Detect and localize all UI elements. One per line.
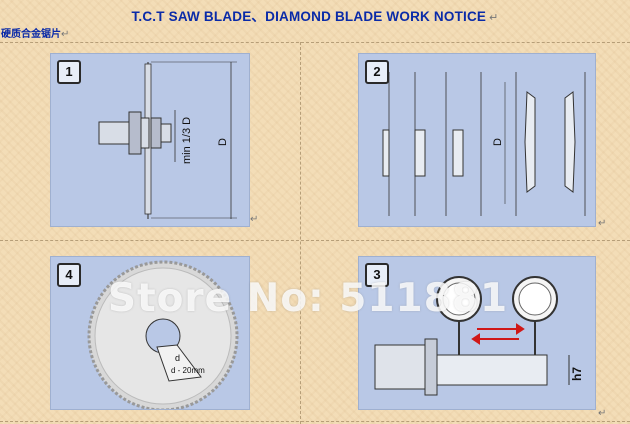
double-arrow-icon: [471, 323, 525, 345]
panel-4-bore-diameter: d d - 20mm 4: [50, 256, 250, 410]
return-mark-icon: ↵: [598, 218, 607, 229]
blade-profile-diagram: D: [382, 72, 586, 216]
table-border-top: [0, 42, 630, 43]
bore-label: d: [175, 353, 180, 363]
panel-number-badge: 3: [365, 263, 389, 287]
table-border-bottom: [0, 421, 630, 422]
return-mark-icon: ↵: [61, 29, 70, 40]
document-subtitle: 硬质合金锯片↵: [1, 25, 69, 40]
panel-number-badge: 1: [57, 60, 81, 84]
return-mark-icon: ↵: [489, 12, 499, 24]
store-watermark: Store No: 511881: [107, 276, 509, 321]
table-border-column: [300, 42, 301, 424]
return-mark-icon: ↵: [598, 408, 607, 419]
panel-number-badge: 2: [365, 60, 389, 84]
document-title: T.C.T SAW BLADE、DIAMOND BLADE WORK NOTIC…: [0, 5, 630, 25]
panel-number-badge: 4: [57, 263, 81, 287]
tolerance-label: h7: [570, 367, 584, 381]
bore-spec-label: d - 20mm: [171, 366, 205, 375]
blade-bore-diagram: d d - 20mm: [87, 260, 239, 409]
panel-2-blade-profiles: D 2: [358, 53, 596, 227]
panel-1-mounting: min 1/3 D D 1: [50, 53, 250, 227]
blade-mounting-diagram: min 1/3 D D: [98, 61, 237, 219]
shaft-tolerance-diagram: h7: [374, 276, 584, 396]
diameter-label: D: [492, 138, 504, 146]
subtitle-text: 硬质合金锯片: [1, 29, 61, 40]
return-mark-icon: ↵: [250, 214, 259, 225]
table-border-middle: [0, 240, 630, 241]
title-text: T.C.T SAW BLADE、DIAMOND BLADE WORK NOTIC…: [131, 9, 487, 24]
min-label: min 1/3 D: [181, 117, 193, 164]
diameter-label: D: [217, 138, 229, 146]
panel-3-shaft-tolerance: h7 3: [358, 256, 596, 410]
